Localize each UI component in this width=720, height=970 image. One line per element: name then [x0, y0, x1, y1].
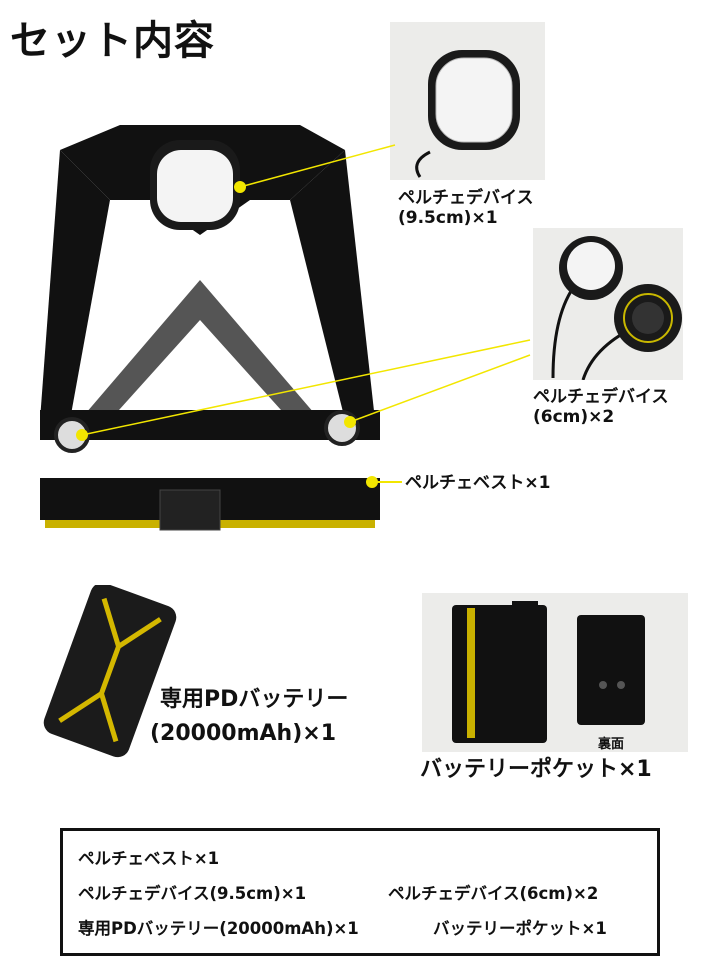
summary-item: ペルチェベスト×1	[78, 849, 220, 868]
vest-illustration	[40, 125, 531, 531]
peltier-device-small-image	[551, 236, 682, 381]
device-large-photo	[390, 22, 545, 180]
device-small-photo	[533, 228, 683, 381]
peltier-device-large-image	[415, 50, 520, 178]
summary-item: 専用PDバッテリー(20000mAh)×1	[78, 919, 359, 938]
battery-label-line2: (20000mAh)×1	[150, 721, 337, 746]
device-large-label-line2: (9.5cm)×1	[398, 208, 498, 228]
page-title: セット内容	[10, 18, 215, 64]
callout-dot	[76, 429, 88, 441]
battery-label-line1: 専用PDバッテリー	[160, 687, 349, 712]
vest-label: ペルチェベスト×1	[405, 473, 551, 493]
pocket-photo	[422, 593, 688, 752]
pocket-label: バッテリーポケット×1	[420, 757, 652, 782]
summary-item: ペルチェデバイス(6cm)×2	[388, 884, 599, 903]
summary-item: バッテリーポケット×1	[433, 919, 607, 938]
callout-line-small-2	[349, 354, 531, 423]
callout-line-small-1	[81, 339, 531, 436]
summary-item: ペルチェデバイス(9.5cm)×1	[78, 884, 307, 903]
battery-pocket-image	[452, 601, 645, 743]
callout-line-large	[239, 144, 396, 188]
callout-dot	[234, 181, 246, 193]
contents-summary-box: ペルチェベスト×1 ペルチェデバイス(9.5cm)×1 ペルチェデバイス(6cm…	[60, 828, 660, 956]
device-small-label-line2: (6cm)×2	[533, 407, 615, 427]
callout-dot	[366, 476, 378, 488]
device-small-label-line1: ペルチェデバイス	[533, 387, 669, 407]
battery-image	[43, 585, 177, 758]
device-small-label: ペルチェデバイス (6cm)×2	[533, 387, 669, 427]
callout-dot	[344, 416, 356, 428]
device-large-label-line1: ペルチェデバイス	[398, 188, 534, 208]
pocket-back-label: 裏面	[598, 737, 625, 752]
device-large-label: ペルチェデバイス (9.5cm)×1	[398, 188, 534, 228]
